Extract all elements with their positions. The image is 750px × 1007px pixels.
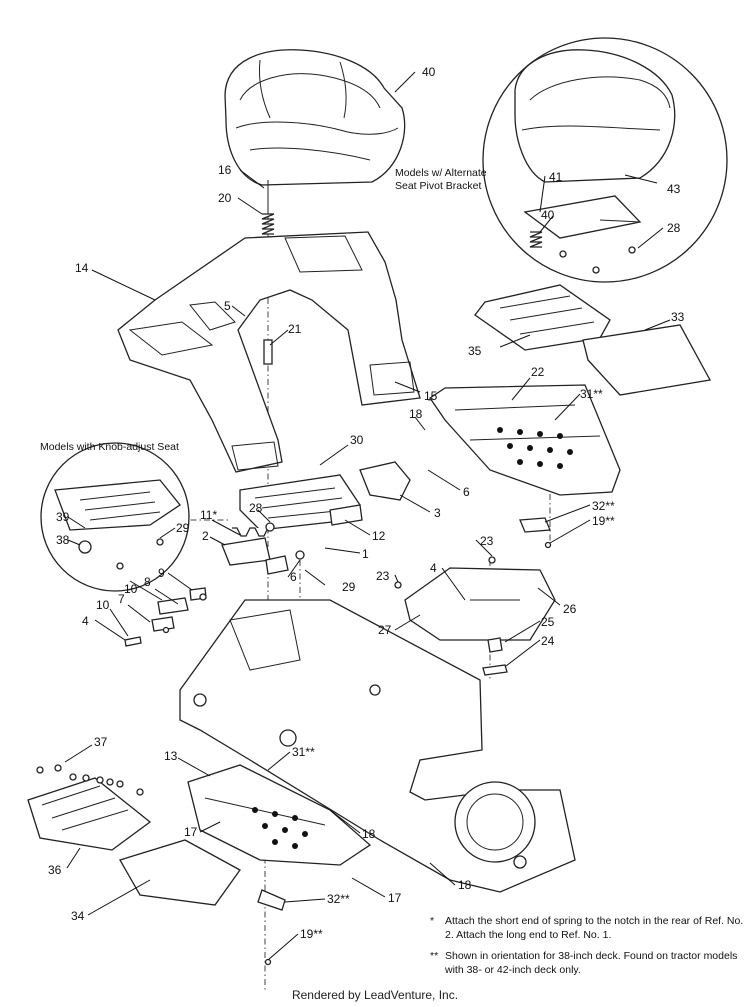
callout-26: 26 xyxy=(563,602,577,616)
callout-31-front: 31** xyxy=(292,745,315,759)
callout-19-rear: 19** xyxy=(592,514,615,528)
callout-23: 23 xyxy=(480,534,494,548)
note-mark: ** xyxy=(430,950,439,962)
front-bracket xyxy=(257,889,286,966)
callout-7: 7 xyxy=(118,592,125,606)
callout-27: 27 xyxy=(378,623,392,637)
small-hardware xyxy=(124,587,207,647)
callout-4: 4 xyxy=(82,614,89,628)
callout-41: 41 xyxy=(549,170,563,184)
pivot-bracket xyxy=(359,461,411,501)
callout-28-alt: 28 xyxy=(667,221,681,235)
footer-credit: Rendered by LeadVenture, Inc. xyxy=(291,988,459,1002)
callout-15: 15 xyxy=(424,389,438,403)
callout-32-rear: 32** xyxy=(592,499,615,513)
callout-36: 36 xyxy=(48,863,62,877)
callout-30: 30 xyxy=(350,433,364,447)
callout-1: 1 xyxy=(362,547,369,561)
callout-37: 37 xyxy=(94,735,108,749)
seat xyxy=(224,49,406,186)
fender-bracket xyxy=(263,339,273,365)
callout-13: 13 xyxy=(164,749,178,763)
callout-25: 25 xyxy=(541,615,555,629)
seat-spring xyxy=(261,180,275,235)
fender xyxy=(117,231,421,473)
callout-20: 20 xyxy=(218,191,232,205)
note-text: Attach the short end of spring to the no… xyxy=(445,915,744,941)
callout-16: 16 xyxy=(218,163,232,177)
rear-tray-holes xyxy=(497,427,573,469)
callout-10-lower: 10 xyxy=(96,598,110,612)
callout-33: 33 xyxy=(671,310,685,324)
notes: * Attach the short end of spring to the … xyxy=(430,914,745,984)
frame xyxy=(179,599,576,893)
callout-22: 22 xyxy=(531,365,545,379)
caption-knob-adjust: Models with Knob-adjust Seat xyxy=(40,441,179,453)
callout-32-front: 32** xyxy=(327,892,350,906)
callout-28: 28 xyxy=(249,501,263,515)
callout-18-front: 18 xyxy=(362,827,376,841)
callout-18-frame: 18 xyxy=(458,878,472,892)
callout-labels: 40 16 20 14 5 21 41 43 40 28 33 35 22 15… xyxy=(48,65,685,941)
callout-12: 12 xyxy=(372,529,386,543)
caption-alternate-line-2: Seat Pivot Bracket xyxy=(395,180,481,192)
front-mat xyxy=(27,777,241,906)
note-text: Shown in orientation for 38-inch deck. F… xyxy=(445,950,738,976)
caption-alternate-line-1: Models w/ Alternate xyxy=(395,167,487,179)
note-spring: * Attach the short end of spring to the … xyxy=(430,914,745,942)
callout-40-alt: 40 xyxy=(541,208,555,222)
callout-40: 40 xyxy=(422,65,436,79)
callout-39: 39 xyxy=(56,510,70,524)
callout-4-plate: 4 xyxy=(430,561,437,575)
note-mark: * xyxy=(430,915,435,927)
front-footrest xyxy=(187,764,372,866)
callout-38: 38 xyxy=(56,533,70,547)
callout-24: 24 xyxy=(541,634,555,648)
rear-parts xyxy=(429,284,712,496)
mat-screws xyxy=(36,764,144,796)
callout-31-rear: 31** xyxy=(580,387,603,401)
callout-11: 11* xyxy=(200,508,217,522)
knob-adjust-detail xyxy=(40,442,190,592)
callout-18-rear: 18 xyxy=(409,407,423,421)
callout-5: 5 xyxy=(224,299,231,313)
callout-14: 14 xyxy=(75,261,89,275)
callout-10: 10 xyxy=(124,582,138,596)
rear-bracket xyxy=(519,517,552,549)
callout-3: 3 xyxy=(434,506,441,520)
callout-6-lower: 6 xyxy=(290,570,297,584)
callout-6: 6 xyxy=(463,485,470,499)
alternate-bracket-detail xyxy=(482,37,728,283)
callout-9: 9 xyxy=(158,566,165,580)
callout-34: 34 xyxy=(71,909,85,923)
callout-35: 35 xyxy=(468,344,482,358)
callout-23-left: 23 xyxy=(376,569,390,583)
callout-43: 43 xyxy=(667,182,681,196)
seat-pan xyxy=(239,474,363,531)
note-orientation: ** Shown in orientation for 38-inch deck… xyxy=(430,949,745,977)
seat-adjust-parts xyxy=(221,522,305,575)
footrest-holes xyxy=(252,807,308,849)
support-plate xyxy=(394,556,556,676)
callout-17-right: 17 xyxy=(388,891,402,905)
callout-29: 29 xyxy=(342,580,356,594)
callout-19-front: 19** xyxy=(300,927,323,941)
callout-2: 2 xyxy=(202,529,209,543)
callout-8: 8 xyxy=(144,575,151,589)
callout-21: 21 xyxy=(288,322,302,336)
leader-lines xyxy=(64,71,671,961)
callout-29-knob: 29 xyxy=(176,521,190,535)
callout-17-left: 17 xyxy=(184,825,198,839)
